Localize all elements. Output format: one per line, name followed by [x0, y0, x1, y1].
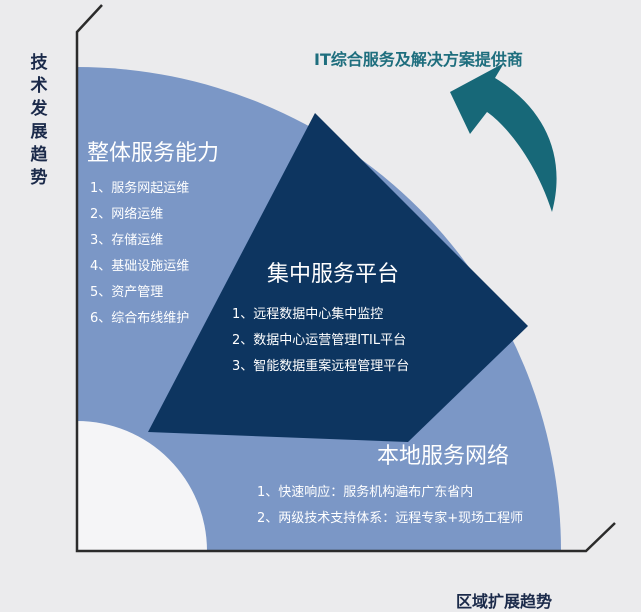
- central-platform-band: [148, 113, 528, 442]
- y-axis-label: 技术发展趋势: [30, 53, 48, 188]
- x-axis-label: 区域扩展趋势: [456, 592, 553, 611]
- local-item: 1、快速响应：服务机构遍布广东省内: [257, 485, 474, 500]
- overall-item: 6、综合布线维护: [90, 311, 190, 326]
- central-platform-title: 集中服务平台: [267, 262, 400, 287]
- local-network-title: 本地服务网络: [377, 444, 510, 469]
- growth-arrow-icon: [450, 63, 557, 212]
- platform-item: 1、远程数据中心集中监控: [232, 307, 384, 322]
- overall-item: 3、存储运维: [90, 233, 164, 248]
- overall-item: 5、资产管理: [90, 285, 164, 300]
- overall-item: 4、基础设施运维: [90, 259, 190, 274]
- platform-item: 2、数据中心运营管理ITIL平台: [232, 333, 407, 348]
- inner-core-circle: [77, 421, 207, 551]
- overall-item: 2、网络运维: [90, 207, 164, 222]
- local-item: 2、两级技术支持体系：远程专家+现场工程师: [257, 511, 524, 526]
- platform-item: 3、智能数据重案远程管理平台: [232, 359, 410, 374]
- axes-frame: [75, 4, 616, 553]
- arrow-label: IT综合服务及解决方案提供商: [314, 50, 523, 69]
- overall-item: 1、服务网起运维: [90, 181, 190, 196]
- overall-capability-title: 整体服务能力: [87, 141, 220, 166]
